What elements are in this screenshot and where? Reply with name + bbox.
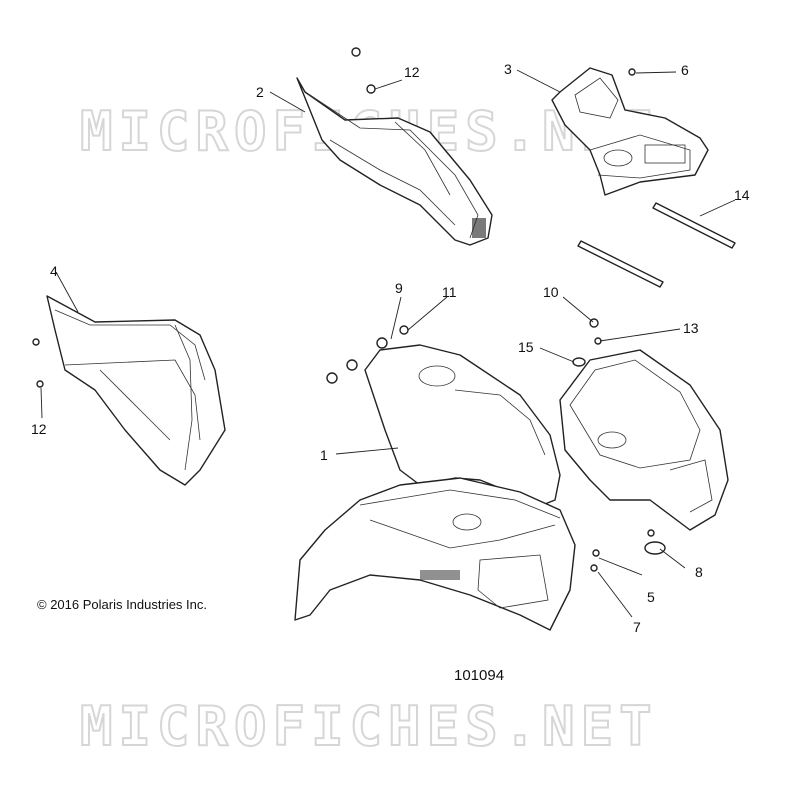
part-2-side-panel [296, 77, 493, 246]
callout-14: 14 [734, 187, 750, 203]
callout-8: 8 [695, 564, 703, 580]
callout-13: 13 [683, 320, 699, 336]
callout-labels: 1 2 3 4 5 6 7 8 9 10 11 12 12 13 14 15 [31, 61, 750, 635]
part-14-strips [577, 202, 736, 288]
callout-9: 9 [395, 280, 403, 296]
hardware-fasteners [32, 47, 666, 572]
callout-10: 10 [543, 284, 559, 300]
drawing-number: 101094 [454, 667, 504, 684]
callout-3: 3 [504, 61, 512, 77]
callout-4: 4 [50, 263, 58, 279]
callout-1: 1 [320, 447, 328, 463]
callout-5: 5 [647, 589, 655, 605]
watermark-bottom: MICROFICHES.NET [80, 695, 658, 758]
leader-lines [40, 69, 736, 618]
callout-6: 6 [681, 62, 689, 78]
callout-15: 15 [518, 339, 534, 355]
callout-12-top: 12 [404, 64, 420, 80]
part-1-storage-box [559, 349, 729, 531]
callout-12-left: 12 [31, 421, 47, 437]
part-1-front-fender [294, 344, 576, 631]
part-3-rear-console [551, 67, 709, 196]
copyright-notice: © 2016 Polaris Industries Inc. [37, 597, 207, 612]
callout-7: 7 [633, 619, 641, 635]
part-4-left-panel [46, 295, 226, 486]
callout-2: 2 [256, 84, 264, 100]
callout-11: 11 [442, 284, 457, 300]
